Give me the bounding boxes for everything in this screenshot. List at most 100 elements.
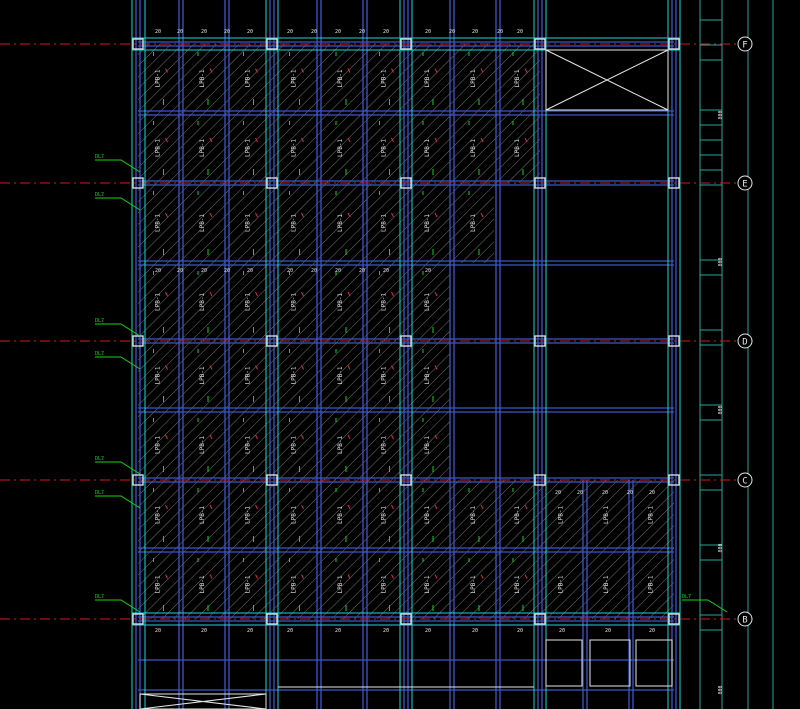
slab-label: LPB-1 — [514, 69, 521, 87]
red-dimension-mark — [391, 68, 394, 73]
column-marker — [266, 177, 278, 189]
dimension-text: 20 — [517, 628, 523, 634]
red-dimension-mark — [209, 291, 213, 297]
grid-bubble-circle[interactable] — [737, 36, 753, 52]
red-dimension-mark — [347, 68, 351, 73]
slab-label: LPB-1 — [337, 214, 344, 232]
grid-bubble-layer[interactable]: F E D C B — [737, 36, 753, 627]
slab-label: LPB-1 — [470, 69, 477, 87]
grid-bubble-b[interactable]: B — [737, 611, 753, 627]
red-dimension-mark — [391, 434, 394, 440]
slab-label: LPB-1 — [424, 69, 431, 87]
slab-label: LPB-1 — [424, 575, 431, 593]
slab-label: LPB-1 — [155, 293, 162, 311]
slab-label: LPB-1 — [199, 293, 206, 311]
slab-label: LPB-1 — [424, 436, 431, 454]
slab-label: LPB-1 — [245, 506, 252, 524]
callout-leader — [120, 461, 141, 475]
red-dimension-mark — [165, 291, 168, 297]
slab-label: LPB-1 — [558, 575, 565, 593]
slab-label: LPB-1 — [199, 69, 206, 87]
grid-bubble-label: B — [742, 616, 747, 626]
slab-label: LPB-1 — [381, 69, 388, 87]
grid-bubble-circle[interactable] — [737, 472, 753, 488]
callout-leader — [707, 599, 728, 613]
dimension-text: 20 — [649, 490, 655, 496]
red-dimension-mark — [255, 68, 258, 73]
column-marker — [668, 177, 680, 189]
red-dimension-mark — [391, 365, 394, 370]
dimension-text: 20 — [335, 628, 341, 634]
grid-bubble-f[interactable]: F — [737, 36, 753, 52]
dimension-text: 20 — [247, 628, 253, 634]
dimension-text: 20 — [517, 29, 523, 35]
column-marker — [400, 613, 412, 625]
red-dimension-mark — [391, 574, 394, 579]
red-dimension-mark — [391, 291, 394, 297]
grid-bubble-d[interactable]: D — [737, 333, 753, 349]
slab-label: LPB-1 — [381, 293, 388, 311]
red-dimension-mark — [480, 504, 484, 510]
slab-label: LPB-1 — [245, 139, 252, 157]
slab-label: LPB-1 — [245, 436, 252, 454]
column-marker — [400, 177, 412, 189]
slab-label: LPB-1 — [291, 436, 298, 454]
slab-label: LPB-1 — [291, 69, 298, 87]
callout-label: DL7 — [95, 154, 104, 160]
callout-label: DL7 — [95, 192, 104, 198]
slab-label: LPB-1 — [199, 575, 206, 593]
red-dimension-mark — [209, 212, 213, 218]
grid-bubble-circle[interactable] — [737, 333, 753, 349]
red-dimension-mark — [524, 574, 528, 579]
dimension-text: 20 — [555, 490, 561, 496]
slab-label: LPB-1 — [291, 293, 298, 311]
slab-label: LPB-1 — [155, 69, 162, 87]
dimension-text: 20 — [425, 628, 431, 634]
slab-label: LPB-1 — [199, 214, 206, 232]
grid-bubble-e[interactable]: E — [737, 175, 753, 191]
grid-bubble-c[interactable]: C — [737, 472, 753, 488]
dimension-text: 20 — [155, 628, 161, 634]
red-dimension-mark — [301, 291, 304, 297]
slab-label: LPB-1 — [155, 436, 162, 454]
red-dimension-mark — [434, 434, 438, 440]
red-dimension-mark — [255, 291, 258, 297]
slab-hatch-layer — [138, 44, 674, 619]
red-dimension-mark — [165, 68, 168, 73]
red-dimension-mark — [301, 574, 304, 579]
callout-leader — [120, 495, 141, 509]
red-dimension-mark — [301, 434, 304, 440]
dimension-text: 20 — [559, 628, 565, 634]
grid-bubble-circle[interactable] — [737, 175, 753, 191]
red-dimension-mark — [480, 574, 484, 579]
dimension-text: 20 — [359, 268, 365, 274]
callout-label: DL7 — [95, 456, 104, 462]
red-dimension-mark — [434, 291, 438, 297]
column-marker — [534, 177, 546, 189]
beam-layer — [135, 0, 677, 709]
slab-label: LPB-1 — [470, 139, 477, 157]
callout-leader — [120, 197, 141, 211]
red-dimension-mark — [209, 365, 213, 370]
shaft-cross — [139, 693, 267, 709]
callout-leader — [120, 599, 141, 613]
grid-bubble-circle[interactable] — [737, 611, 753, 627]
shaft-opening — [545, 49, 669, 111]
column-marker — [668, 474, 680, 486]
slab-label: LPB-1 — [470, 214, 477, 232]
dimension-text: 20 — [359, 29, 365, 35]
hatched-slab-region — [138, 44, 540, 183]
grid-bubble-label: D — [742, 338, 747, 348]
red-dimension-mark — [255, 504, 258, 510]
red-dimension-mark — [255, 137, 258, 143]
slab-label: LPB-1 — [155, 575, 162, 593]
red-dimension-mark — [255, 365, 258, 370]
dimension-text: 20 — [155, 268, 161, 274]
column-marker — [534, 474, 546, 486]
column-layer — [132, 38, 680, 625]
red-dimension-mark — [347, 291, 351, 297]
slab-label: LPB-1 — [155, 506, 162, 524]
dimension-text: 20 — [335, 268, 341, 274]
slab-label: LPB-1 — [199, 506, 206, 524]
